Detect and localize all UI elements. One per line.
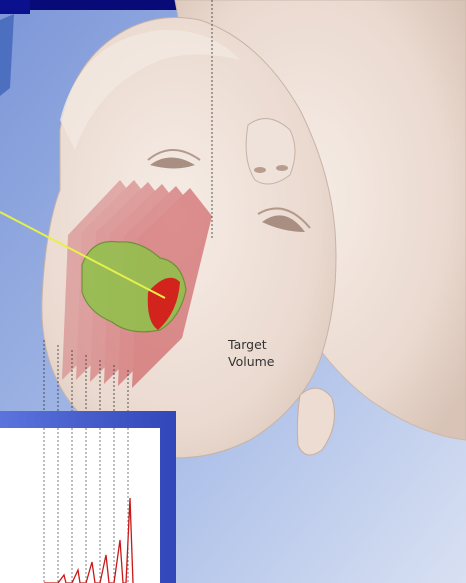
target-volume-line2: Volume (228, 353, 275, 370)
dose-depth-plot (0, 411, 176, 583)
banner-left-block (0, 0, 30, 14)
plot-area (0, 428, 160, 583)
target-volume-label: Target Volume (228, 336, 275, 370)
nostril-left (254, 167, 266, 173)
target-volume-line1: Target (228, 336, 275, 353)
nose (246, 119, 295, 184)
nostril-right (276, 165, 288, 171)
